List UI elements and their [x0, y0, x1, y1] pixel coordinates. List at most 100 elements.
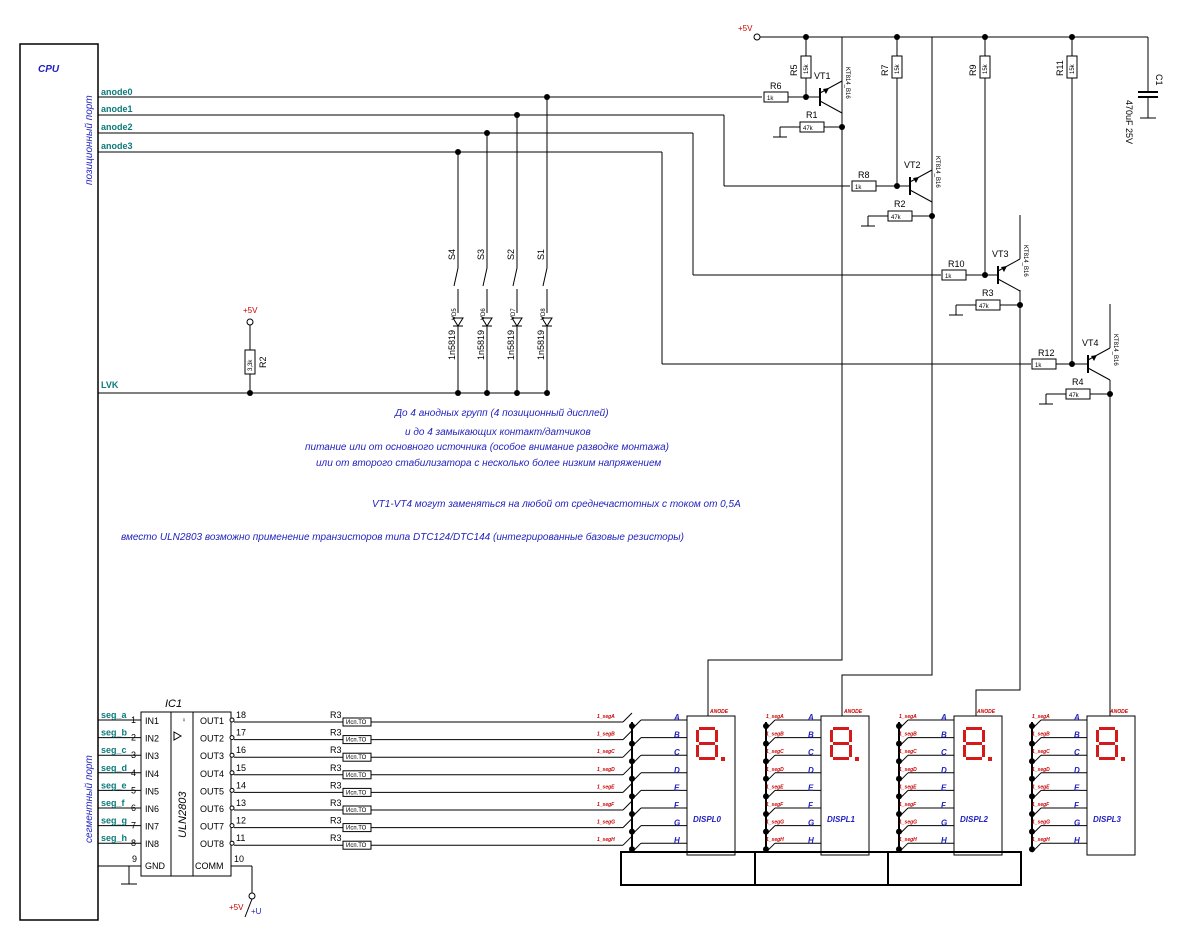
- svg-text:16: 16: [236, 745, 246, 755]
- uln2803-chip: [140, 711, 232, 877]
- svg-text:ANODE: ANODE: [1109, 709, 1129, 715]
- svg-text:R3: R3: [982, 288, 994, 298]
- svg-text:15k: 15k: [895, 63, 901, 74]
- svg-text:1_segA: 1_segA: [1032, 714, 1050, 720]
- seg-pin-label: seg_c: [101, 745, 127, 755]
- svg-text:1_segF: 1_segF: [899, 802, 917, 808]
- svg-text:1_segG: 1_segG: [899, 820, 917, 826]
- svg-text:VT2: VT2: [904, 160, 921, 170]
- diode-icon: [481, 317, 493, 327]
- svg-text:H: H: [941, 836, 947, 845]
- svg-text:G: G: [808, 819, 814, 828]
- segment-resistors: Исп.ТОR3Исп.ТОR3Исп.ТОR3Исп.ТОR3Исп.ТОR3…: [234, 710, 633, 850]
- svg-text:1_segD: 1_segD: [899, 767, 917, 773]
- svg-text:R3: R3: [330, 710, 342, 720]
- segment-d: [699, 757, 715, 760]
- svg-text:IN6: IN6: [145, 804, 159, 814]
- segment-a: [699, 727, 715, 730]
- diode-icon: [511, 317, 523, 327]
- svg-text:DISPL1: DISPL1: [827, 815, 856, 824]
- anode1-label: anode1: [101, 104, 133, 114]
- svg-text:1n5819: 1n5819: [506, 330, 516, 360]
- seg-port-label: сегментный порт: [84, 755, 95, 843]
- svg-text:13: 13: [236, 798, 246, 808]
- pullup-5v-terminal: [246, 318, 254, 326]
- svg-text:R2: R2: [894, 199, 906, 209]
- cpu-label: CPU: [38, 64, 60, 75]
- svg-text:H: H: [808, 836, 814, 845]
- svg-text:1k: 1k: [855, 185, 862, 191]
- svg-text:1_segA: 1_segA: [899, 714, 917, 720]
- svg-text:IN8: IN8: [145, 839, 159, 849]
- note-2: и до 4 замыкающих контакт/датчиков: [405, 427, 591, 438]
- svg-text:1_segG: 1_segG: [597, 820, 615, 826]
- svg-text:E: E: [808, 783, 814, 792]
- svg-text:ANODE: ANODE: [843, 709, 863, 715]
- svg-text:B: B: [941, 731, 947, 740]
- segment-f: [830, 730, 833, 742]
- svg-text:E: E: [941, 783, 947, 792]
- svg-text:KT814_B16: KT814_B16: [934, 156, 940, 188]
- svg-text:OUT2: OUT2: [200, 734, 224, 744]
- svg-text:IN4: IN4: [145, 769, 159, 779]
- segment-d: [966, 757, 982, 760]
- anode3-label: anode3: [101, 141, 133, 151]
- svg-text:D: D: [808, 766, 814, 775]
- segment-dp: [855, 757, 859, 761]
- anode0-label: anode0: [101, 87, 133, 97]
- segment-b: [982, 730, 985, 742]
- svg-text:1_segB: 1_segB: [766, 732, 784, 738]
- svg-text:S1: S1: [536, 249, 546, 260]
- note-3: питание или от основного источника (особ…: [305, 441, 669, 453]
- svg-text:D: D: [941, 766, 947, 775]
- svg-text:15k: 15k: [804, 63, 810, 74]
- svg-text:H: H: [1074, 836, 1080, 845]
- svg-text:DISPL3: DISPL3: [1093, 815, 1122, 824]
- segment-d: [1099, 757, 1115, 760]
- svg-text:A: A: [673, 713, 680, 722]
- svg-text:1_segF: 1_segF: [597, 802, 615, 808]
- ic-name: IC1: [165, 698, 182, 710]
- svg-text:1_segH: 1_segH: [899, 837, 917, 843]
- svg-text:1_segE: 1_segE: [766, 784, 784, 790]
- svg-text:VD8: VD8: [541, 308, 547, 320]
- top-5v-label: +5V: [738, 24, 753, 33]
- svg-text:C: C: [941, 748, 947, 757]
- svg-text:S3: S3: [476, 249, 486, 260]
- svg-text:A: A: [1073, 713, 1080, 722]
- segment-dp: [721, 757, 725, 761]
- svg-text:1_segA: 1_segA: [597, 714, 615, 720]
- svg-text:R3: R3: [330, 816, 342, 826]
- svg-text:1_segB: 1_segB: [597, 732, 615, 738]
- svg-text:R2: R2: [258, 356, 268, 368]
- svg-text:1n5819: 1n5819: [536, 330, 546, 360]
- svg-text:1_segE: 1_segE: [899, 784, 917, 790]
- svg-text:R6: R6: [770, 81, 782, 91]
- svg-text:OUT7: OUT7: [200, 822, 224, 832]
- svg-text:47k: 47k: [891, 215, 902, 221]
- segment-g: [1099, 742, 1115, 745]
- svg-text:1_segD: 1_segD: [1032, 767, 1050, 773]
- svg-text:Исп.ТО: Исп.ТО: [346, 808, 367, 814]
- segment-d: [833, 757, 849, 760]
- svg-text:F: F: [941, 801, 947, 810]
- svg-text:OUT4: OUT4: [200, 769, 224, 779]
- svg-text:R3: R3: [330, 728, 342, 738]
- seg-pin-label: seg_h: [101, 833, 127, 843]
- svg-text:B: B: [808, 731, 814, 740]
- svg-text:12: 12: [236, 816, 246, 826]
- svg-text:15k: 15k: [1070, 63, 1076, 74]
- svg-text:R12: R12: [1038, 348, 1055, 358]
- svg-text:⌕: ⌕: [181, 717, 188, 724]
- segment-c: [982, 745, 985, 757]
- svg-text:IN7: IN7: [145, 822, 159, 832]
- seg-pin-label: seg_f: [101, 798, 126, 808]
